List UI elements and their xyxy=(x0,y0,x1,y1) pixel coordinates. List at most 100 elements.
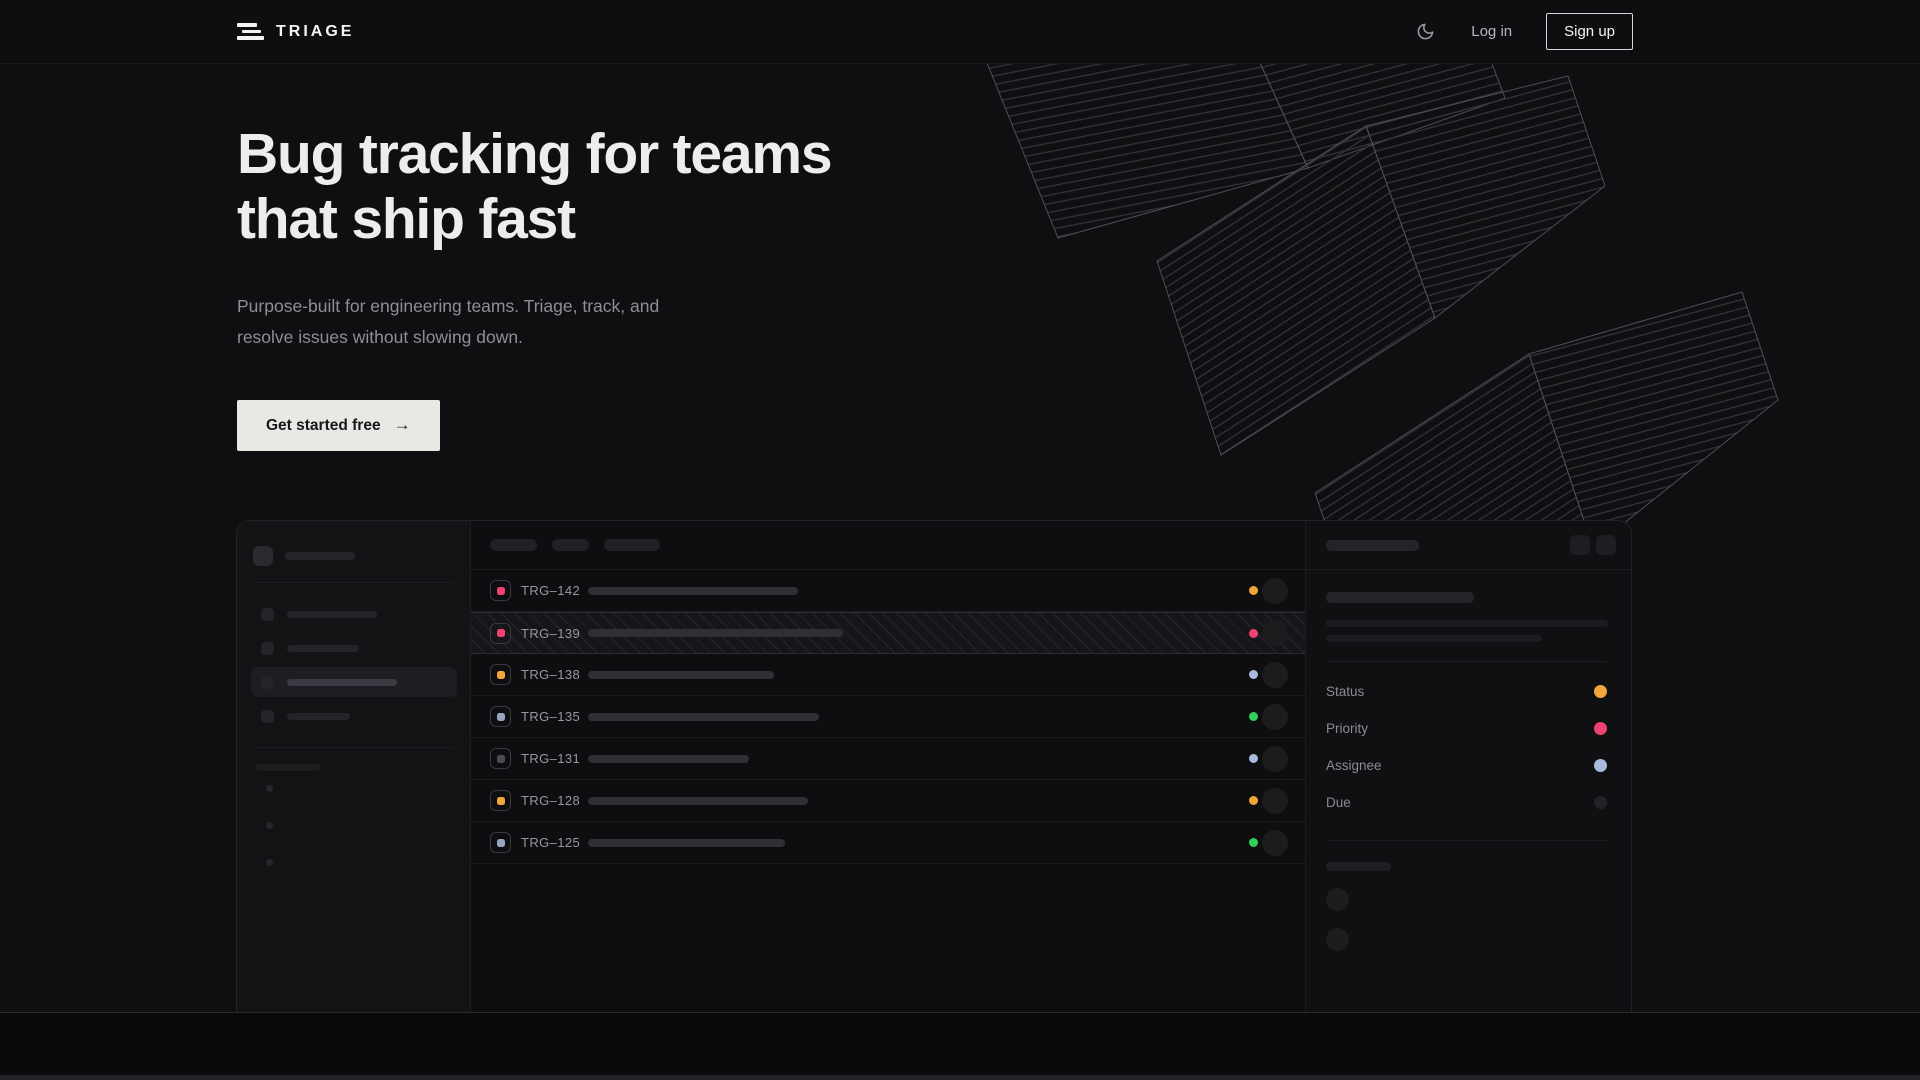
issue-title-placeholder xyxy=(588,838,785,847)
arrow-right-icon: → xyxy=(393,414,411,434)
section-label-placeholder xyxy=(255,764,320,771)
field-row-assignee: Assignee xyxy=(1326,747,1607,784)
hero-copy: Bug tracking for teams that ship fast Pu… xyxy=(237,122,833,451)
issue-row: TRG–125 xyxy=(471,822,1305,864)
assignee-avatar xyxy=(1262,620,1288,646)
assignee-avatar xyxy=(1262,661,1288,688)
issue-type-icon xyxy=(490,706,511,727)
nav-label-placeholder xyxy=(287,712,350,720)
detail-header xyxy=(1306,521,1631,570)
mockup-list-header xyxy=(471,521,1305,570)
issue-id: TRG–138 xyxy=(521,667,581,682)
issue-type-icon xyxy=(490,748,511,769)
issue-id: TRG–131 xyxy=(521,751,581,766)
mockup-sidebar xyxy=(237,521,471,1012)
mockup-nav-item xyxy=(251,599,457,629)
due-value-dot xyxy=(1594,796,1607,809)
assignee-avatar xyxy=(1262,745,1288,772)
status-dot xyxy=(1249,586,1258,595)
detail-title-placeholder xyxy=(1326,539,1419,551)
issue-type-icon xyxy=(490,664,511,685)
issue-row: TRG–131 xyxy=(471,738,1305,780)
mockup-nav-item xyxy=(251,701,457,731)
hero-title: Bug tracking for teams that ship fast xyxy=(237,122,833,252)
issue-id: TRG–128 xyxy=(521,793,581,808)
field-row-due: Due xyxy=(1326,784,1607,821)
status-dot xyxy=(1249,754,1258,763)
issue-title-placeholder xyxy=(588,670,774,679)
nav-icon-placeholder xyxy=(261,641,274,655)
assignee-value-dot xyxy=(1594,759,1607,772)
brand-logo[interactable]: TRIAGE xyxy=(237,23,354,41)
issue-type-icon xyxy=(490,832,511,853)
detail-button-placeholder xyxy=(1596,535,1616,555)
comment-avatar-placeholder xyxy=(1326,928,1349,951)
status-dot xyxy=(1249,712,1258,721)
nav-label-placeholder xyxy=(287,644,359,652)
hero-section: Bug tracking for teams that ship fast Pu… xyxy=(0,64,1920,1012)
description-line-placeholder xyxy=(1326,635,1542,642)
mockup-workspace xyxy=(253,546,455,566)
issue-row-selected: TRG–139 xyxy=(471,612,1305,654)
detail-fields: Status Priority Assignee Due xyxy=(1326,673,1607,821)
issue-row: TRG–128 xyxy=(471,780,1305,822)
issue-type-icon xyxy=(490,790,511,811)
nav-icon-placeholder xyxy=(261,607,274,621)
triage-logo-icon xyxy=(237,23,264,40)
status-dot xyxy=(1249,796,1258,805)
get-started-button[interactable]: Get started free → xyxy=(237,400,440,451)
detail-body: Status Priority Assignee Due xyxy=(1306,570,1631,951)
nav-icon-placeholder xyxy=(261,675,274,689)
assignee-avatar xyxy=(1262,787,1288,814)
cta-label: Get started free xyxy=(266,416,381,434)
assignee-avatar xyxy=(1262,577,1288,604)
detail-button-placeholder xyxy=(1570,535,1590,555)
assignee-avatar xyxy=(1262,829,1288,856)
issue-type-icon xyxy=(490,622,511,644)
app-mockup: TRG–142 TRG–139 TRG–138 xyxy=(236,520,1632,1012)
assignee-avatar xyxy=(1262,703,1288,730)
footer-strip xyxy=(0,1075,1920,1080)
issue-title-placeholder xyxy=(588,796,808,805)
list-dot-placeholder xyxy=(266,859,273,866)
field-row-status: Status xyxy=(1326,673,1607,710)
status-value-dot xyxy=(1594,685,1607,698)
filter-pill-placeholder xyxy=(490,539,537,551)
filter-pill-placeholder xyxy=(604,539,660,551)
status-dot xyxy=(1249,838,1258,847)
list-dot-placeholder xyxy=(266,822,273,829)
list-dot-placeholder xyxy=(266,785,273,792)
status-dot xyxy=(1249,628,1258,638)
wireframe-plane-2 xyxy=(1156,75,1606,456)
issue-title-placeholder xyxy=(588,712,819,721)
login-link[interactable]: Log in xyxy=(1471,23,1513,40)
activity-label-placeholder xyxy=(1326,862,1391,871)
field-row-priority: Priority xyxy=(1326,710,1607,747)
issue-title-placeholder xyxy=(588,629,843,637)
nav-icon-placeholder xyxy=(261,709,274,723)
brand-name: TRIAGE xyxy=(276,22,355,40)
mockup-issue-list: TRG–142 TRG–139 TRG–138 xyxy=(471,521,1306,1012)
divider xyxy=(253,747,455,748)
divider xyxy=(253,582,455,583)
hero-title-line1: Bug tracking for teams xyxy=(237,122,833,186)
nav-label-placeholder xyxy=(287,678,397,686)
workspace-name-placeholder xyxy=(285,552,355,560)
theme-toggle[interactable] xyxy=(1413,20,1437,44)
moon-icon xyxy=(1417,23,1434,40)
issue-type-icon xyxy=(490,580,511,601)
issue-id: TRG–125 xyxy=(521,835,581,850)
divider xyxy=(1326,840,1607,841)
mockup-detail-panel: Status Priority Assignee Due xyxy=(1306,521,1631,1012)
mockup-nav-item xyxy=(251,633,457,663)
description-line-placeholder xyxy=(1326,620,1608,627)
issue-id: TRG–142 xyxy=(521,583,581,598)
nav-actions: Log in Sign up xyxy=(1413,13,1633,50)
signup-button[interactable]: Sign up xyxy=(1546,13,1633,50)
divider xyxy=(1326,661,1607,662)
comment-avatar-placeholder xyxy=(1326,888,1349,911)
issue-row: TRG–138 xyxy=(471,654,1305,696)
status-dot xyxy=(1249,670,1258,679)
nav-label-placeholder xyxy=(287,610,377,618)
